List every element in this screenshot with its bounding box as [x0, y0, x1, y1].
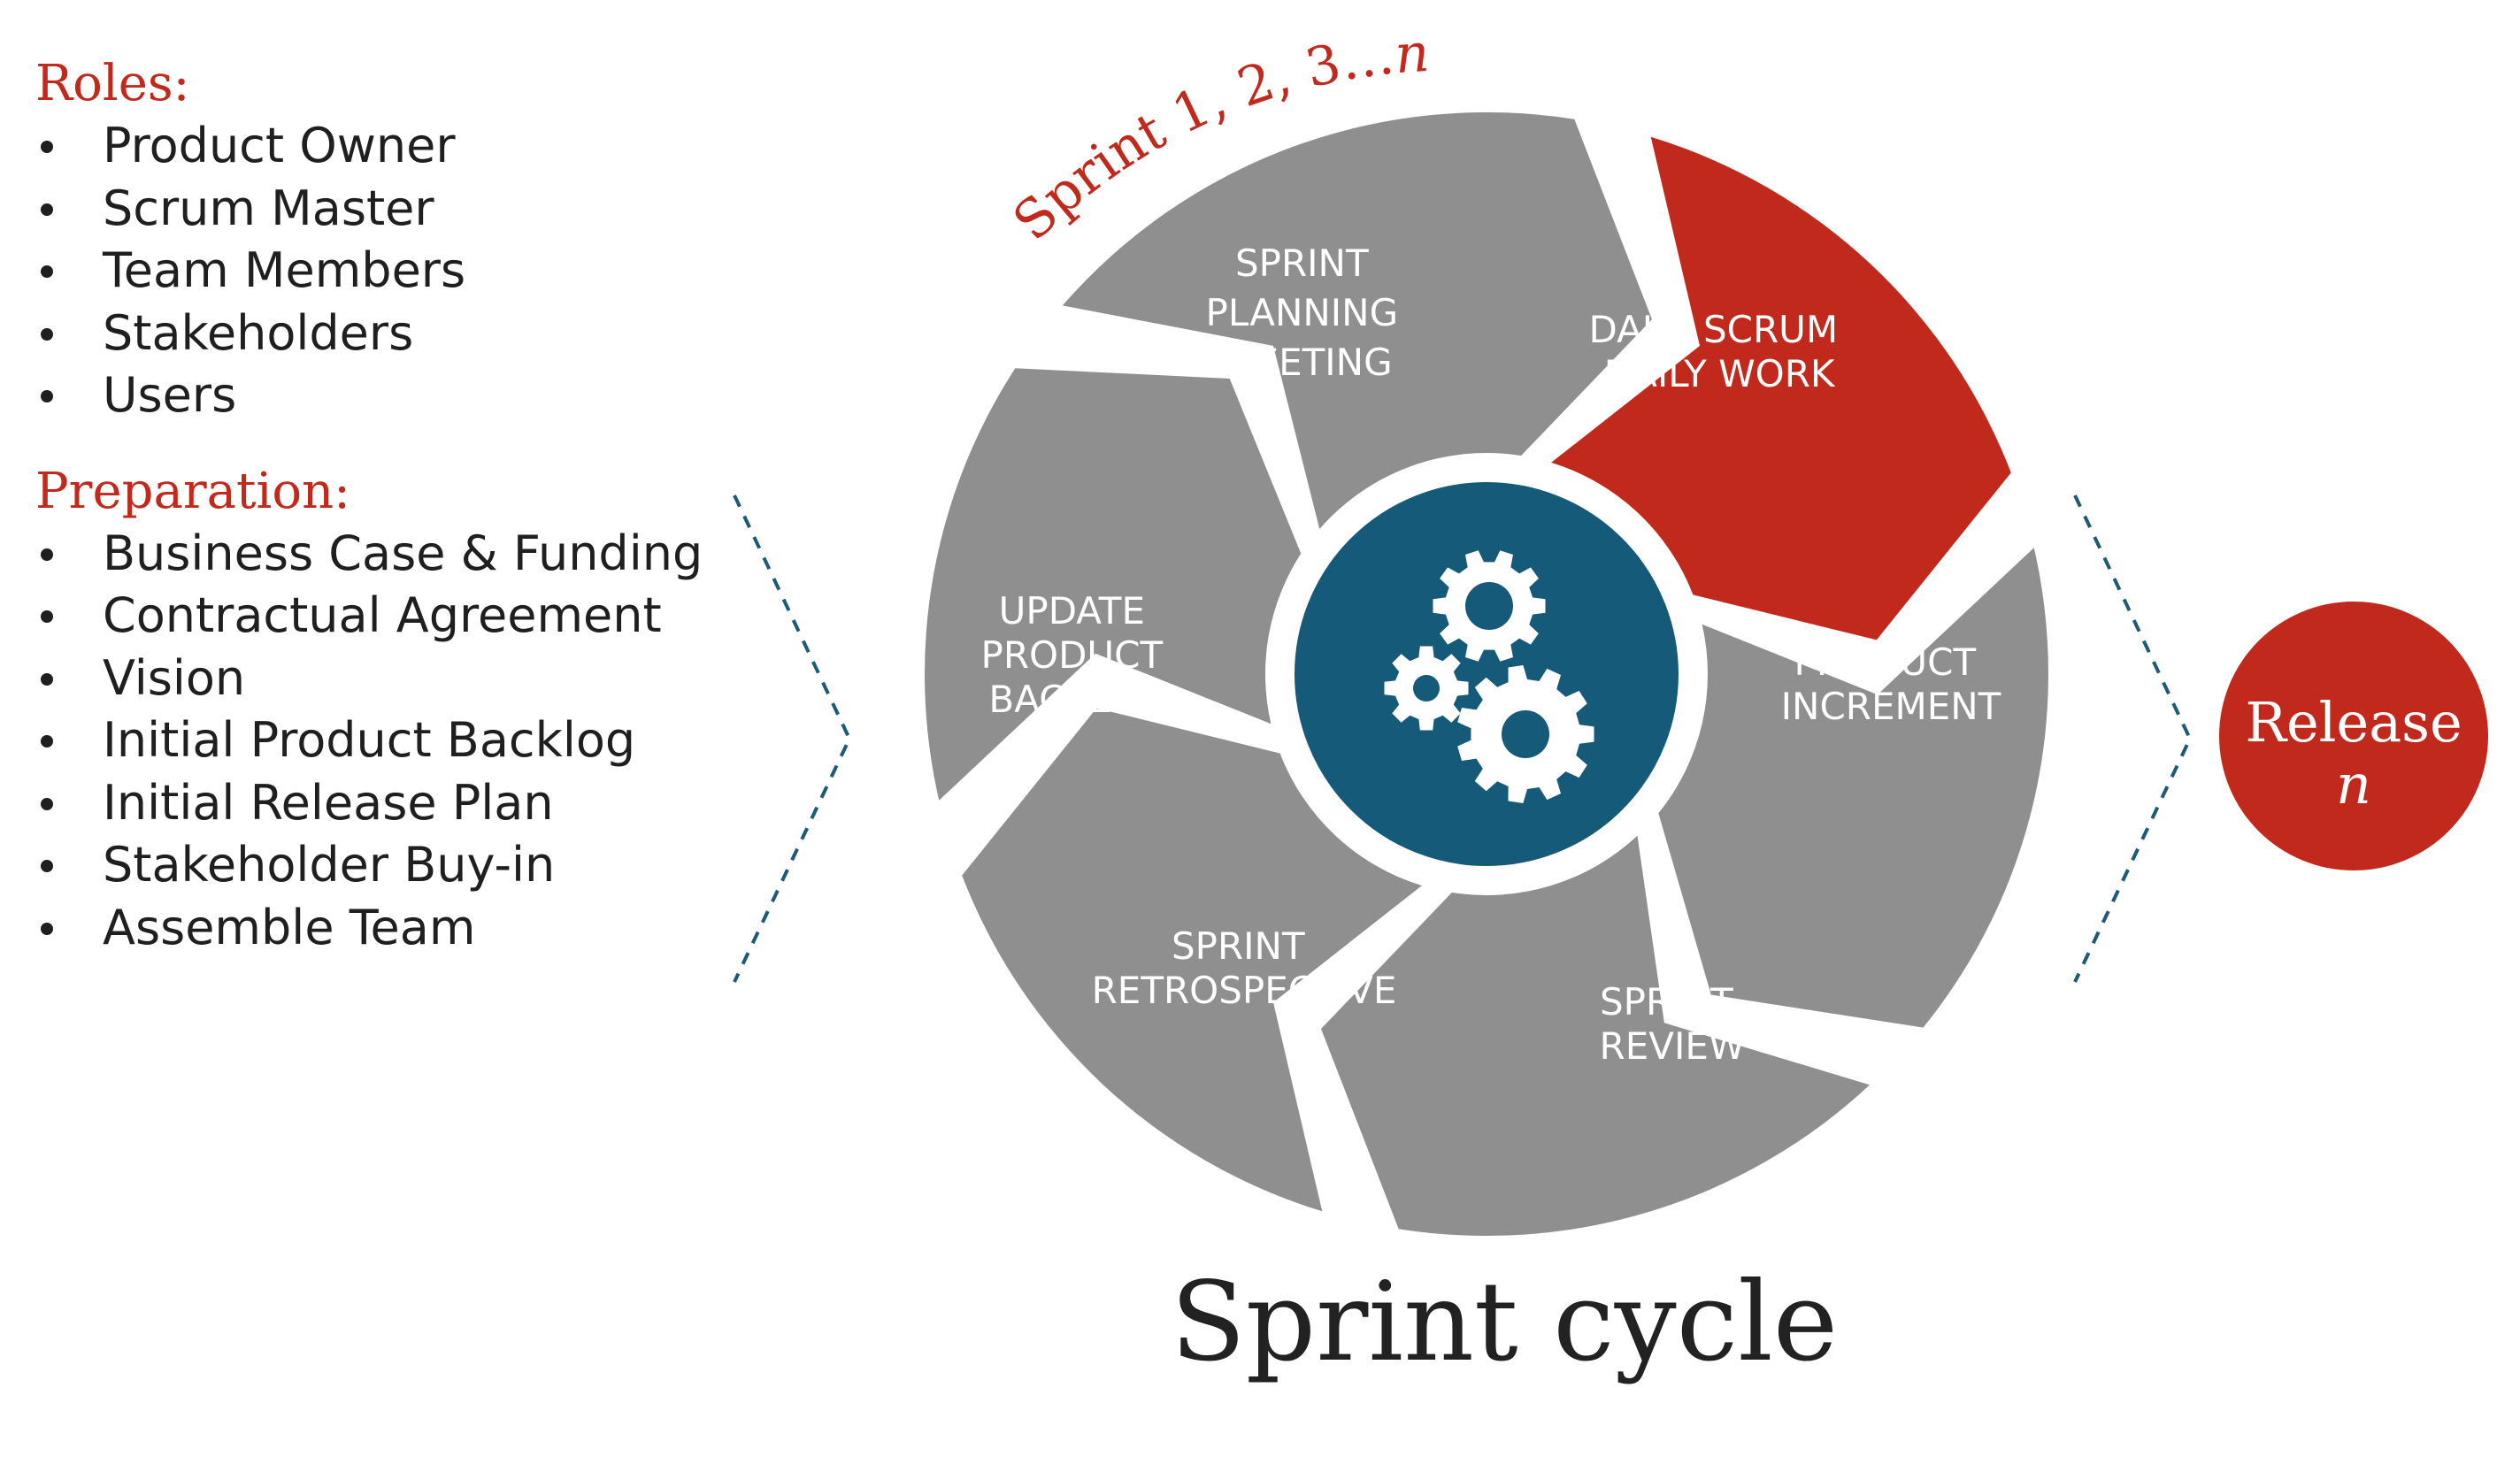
chevron-left-icon	[733, 494, 852, 983]
segment-label-backlog: UPDATE PRODUCT BACKLOG	[981, 589, 1175, 721]
list-item: Scrum Master	[35, 178, 761, 241]
list-item: Business Case & Funding	[35, 523, 761, 586]
segment-review	[1321, 835, 1871, 1237]
preparation-list: Business Case & Funding Contractual Agre…	[35, 523, 761, 960]
list-item: Stakeholder Buy-in	[35, 834, 761, 897]
list-item: Assemble Team	[35, 897, 761, 960]
segment-label-daily: DAILY SCRUM DAILY WORK	[1588, 308, 1849, 395]
list-item: Team Members	[35, 240, 761, 303]
bullet-icon	[41, 390, 53, 402]
gear-top-icon-hole	[1465, 582, 1513, 630]
cycle-title: Sprint cycle	[1170, 1259, 1839, 1386]
list-item: Stakeholders	[35, 303, 761, 365]
bullet-icon	[41, 860, 53, 872]
bullet-icon	[41, 265, 53, 278]
center-circle	[1286, 473, 1687, 875]
gears-icon	[1384, 550, 1594, 803]
bullet-icon	[41, 203, 53, 216]
release-circle	[2219, 602, 2488, 870]
segment-increment	[1658, 548, 2048, 1028]
bullet-icon	[41, 797, 53, 810]
bullet-icon	[41, 610, 53, 623]
list-item: Initial Product Backlog	[35, 709, 761, 772]
segment-label-review: SPRINT REVIEW	[1600, 980, 1746, 1068]
segment-retro	[962, 708, 1422, 1212]
list-item: Product Owner	[35, 115, 761, 178]
bullet-icon	[41, 922, 53, 935]
preparation-block: Preparation: Business Case & Funding Con…	[35, 461, 761, 960]
roles-heading: Roles:	[35, 55, 190, 112]
roles-list: Product Owner Scrum Master Team Members …	[35, 115, 761, 427]
list-item: Users	[35, 364, 761, 427]
segment-label-planning: SPRINT PLANNING MEETING	[1206, 242, 1410, 384]
segment-label-retro: SPRINT RETROSPECTIVE	[1092, 924, 1397, 1012]
left-column: Roles: Product Owner Scrum Master Team M…	[35, 53, 761, 959]
list-item: Initial Release Plan	[35, 772, 761, 835]
segment-backlog	[925, 368, 1302, 801]
segment-daily	[1551, 136, 2011, 640]
bullet-icon	[41, 327, 53, 341]
release-n: n	[2336, 752, 2371, 816]
cycle-segments	[925, 111, 2048, 1237]
segment-label-increment: PRODUCT INCREMENT	[1781, 640, 2001, 728]
preparation-heading: Preparation:	[35, 462, 351, 520]
bullet-icon	[41, 735, 53, 748]
chevron-right-icon	[2073, 494, 2193, 983]
bullet-icon	[41, 548, 53, 561]
list-item: Vision	[35, 648, 761, 710]
segment-planning	[1062, 111, 1652, 529]
bullet-icon	[41, 672, 53, 686]
gear-small-icon-hole	[1413, 675, 1440, 702]
gear-large-icon-hole	[1502, 710, 1549, 758]
bullet-icon	[41, 141, 53, 153]
release-label: Release	[2245, 690, 2462, 755]
list-item: Contractual Agreement	[35, 585, 761, 648]
